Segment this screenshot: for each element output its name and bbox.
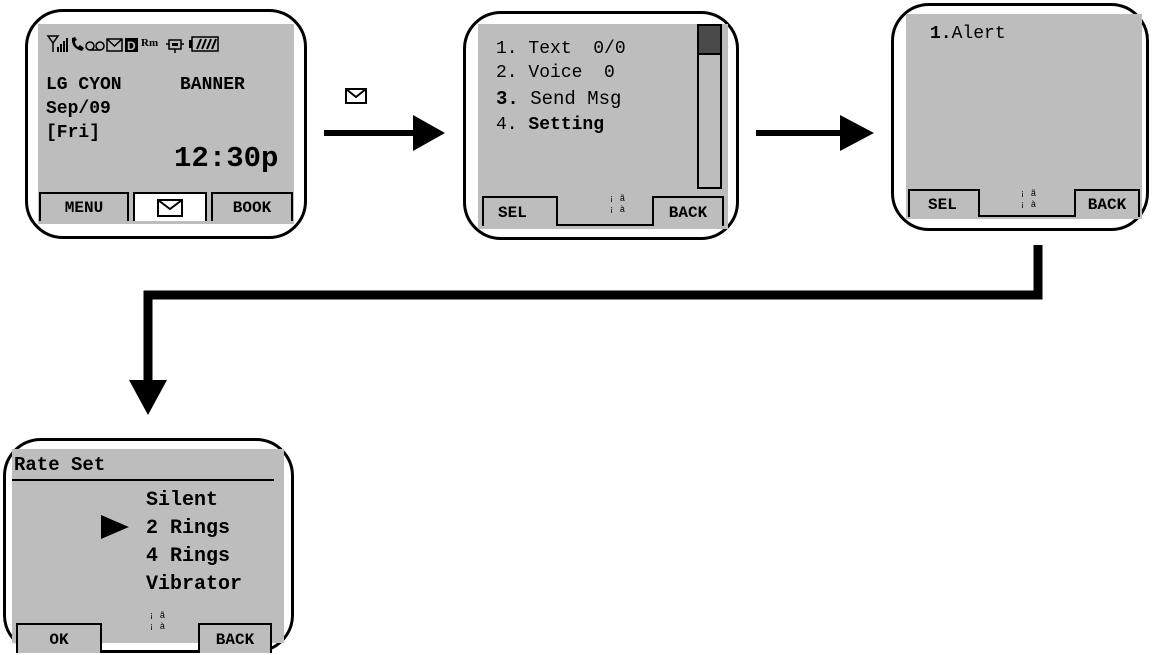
signal-strength-icon	[46, 35, 68, 52]
menu-item-label: Send Msg	[530, 88, 622, 110]
menu-item-num: 3.	[496, 88, 519, 110]
menu-item-num: 1.	[496, 39, 518, 59]
rate-set-title: Rate Set	[14, 454, 106, 476]
ok-softkey[interactable]: OK	[16, 623, 102, 653]
menu-item-label: Text 0/0	[528, 39, 626, 59]
digital-icon: D	[125, 38, 138, 53]
menu-item-text[interactable]: 1. Text 0/0	[496, 39, 626, 59]
idle-screen: D Rm LG CYON BANNER Sep/09 [Fri] 12:30p …	[25, 9, 307, 239]
arrow-1	[324, 88, 445, 151]
menu-item-label: Alert	[951, 24, 1006, 44]
menu-item-setting[interactable]: 4. Setting	[496, 115, 604, 135]
arrow-2	[756, 115, 874, 151]
softkey-baseline	[558, 224, 652, 226]
menu-softkey[interactable]: MENU	[39, 192, 129, 221]
scrollbar-thumb[interactable]	[699, 26, 720, 55]
battery-icon	[189, 36, 219, 52]
banner-left: LG CYON	[46, 75, 122, 95]
option-vibrator[interactable]: Vibrator	[146, 573, 243, 596]
rate-set-lcd	[12, 449, 284, 643]
menu-item-label: Setting	[528, 115, 605, 135]
voicemail-icon	[85, 41, 105, 51]
option-silent[interactable]: Silent	[146, 489, 219, 512]
scrollbar[interactable]	[697, 24, 722, 189]
nav-key-indicator: ¡ ã ¡ à	[148, 611, 166, 632]
alarm-icon	[166, 39, 184, 53]
option-2-rings[interactable]: 2 Rings	[146, 517, 231, 540]
messages-lcd	[478, 24, 728, 229]
setting-lcd	[906, 14, 1142, 219]
softkey-baseline	[980, 215, 1074, 217]
connector-arrow	[129, 245, 1043, 415]
menu-item-num: 1.	[930, 24, 952, 44]
time-display: 12:30p	[174, 142, 279, 175]
day-display: [Fri]	[46, 123, 101, 143]
sel-softkey[interactable]: SEL	[908, 189, 980, 217]
menu-item-num: 2.	[496, 63, 518, 83]
rate-set-screen: Rate Set Silent 2 Rings 4 Rings Vibrator…	[3, 438, 294, 653]
message-icon	[106, 38, 123, 52]
idle-lcd	[38, 24, 294, 224]
book-softkey[interactable]: BOOK	[211, 192, 293, 221]
status-bar: D Rm	[46, 35, 219, 53]
roaming-indicator: Rm	[141, 37, 158, 49]
softkey-baseline	[102, 651, 198, 653]
back-softkey[interactable]: BACK	[652, 196, 724, 226]
sel-softkey[interactable]: SEL	[482, 196, 558, 226]
messages-menu-screen: 1. Text 0/0 2. Voice 0 3. Send Msg 4. Se…	[463, 11, 739, 240]
back-softkey[interactable]: BACK	[1074, 189, 1140, 217]
title-divider	[12, 479, 274, 481]
nav-key-indicator: ¡ ã ¡ à	[1019, 189, 1037, 210]
menu-item-alert[interactable]: 1.Alert	[930, 24, 1006, 44]
envelope-icon	[157, 199, 183, 217]
nav-key-indicator: ¡ ã ¡ à	[608, 194, 626, 215]
menu-item-voice[interactable]: 2. Voice 0	[496, 63, 615, 83]
message-key-icon	[345, 88, 367, 104]
option-4-rings[interactable]: 4 Rings	[146, 545, 231, 568]
menu-item-send-msg[interactable]: 3. Send Msg	[496, 88, 621, 110]
menu-item-num: 4.	[496, 115, 518, 135]
back-softkey[interactable]: BACK	[198, 623, 272, 653]
selection-pointer-icon	[101, 515, 129, 539]
svg-text:D: D	[127, 39, 136, 53]
banner-right: BANNER	[180, 75, 245, 95]
date-display: Sep/09	[46, 99, 111, 119]
message-softkey[interactable]	[133, 192, 207, 221]
setting-menu-screen: 1.Alert SEL ¡ ã ¡ à BACK	[891, 3, 1149, 231]
menu-item-label: Voice 0	[528, 63, 615, 83]
call-icon	[71, 37, 84, 51]
